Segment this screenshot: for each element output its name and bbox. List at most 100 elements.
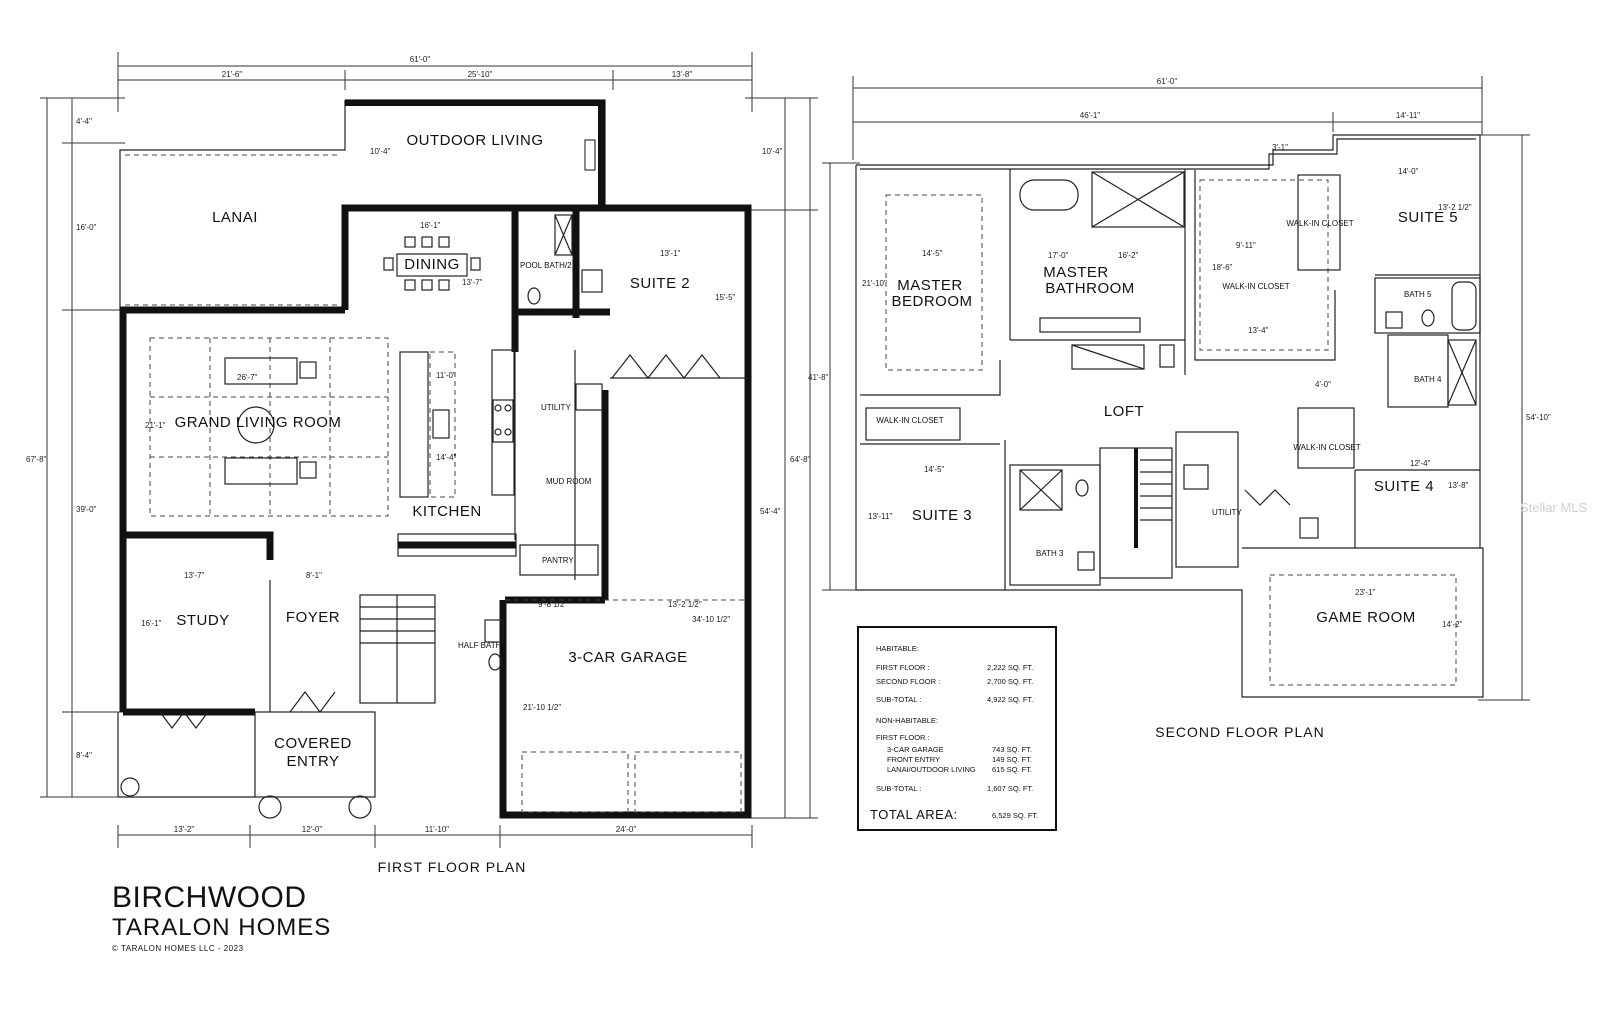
room-walkin-closet-b: WALK-IN CLOSET (1286, 219, 1353, 228)
dim-ff-suite2-d: 15'-5" (715, 293, 736, 302)
dim-ff-left-a: 4'-4" (76, 117, 92, 126)
dim-sf-left-total: 41'-8" (808, 373, 829, 382)
dim-ff-bottom-c: 11'-10" (425, 825, 449, 834)
room-half-bath: HALF BATH (458, 641, 502, 650)
dim-ff-foyer-w: 8'-1" (306, 571, 322, 580)
room-utility-first: UTILITY (541, 403, 571, 412)
dim-ff-overall-width: 61'-0" (410, 55, 431, 64)
dim-ff-living-w: 26'-7" (237, 373, 258, 382)
dim-sf-bath-a: 17'-0" (1048, 251, 1069, 260)
room-mud-room: MUD ROOM (546, 477, 592, 486)
dim-ff-left-d: 8'-4" (76, 751, 92, 760)
area-lanai-label: LANAI/OUTDOOR LIVING (887, 765, 976, 774)
room-master-bedroom-line1: MASTER (897, 277, 963, 294)
dim-ff-garage-d: 21'-10 1/2" (523, 703, 561, 712)
area-second-floor-label: SECOND FLOOR : (876, 677, 940, 686)
dim-ff-dining-d: 13'-7" (462, 278, 483, 287)
room-loft: LOFT (1104, 403, 1144, 420)
area-subtotal2-value: 1,607 SQ. FT. (987, 784, 1033, 793)
dim-ff-garage-a: 9'-8 1/2" (538, 600, 567, 609)
room-outdoor-living: OUTDOOR LIVING (406, 132, 543, 149)
dim-sf-master-d: 21'-10" (862, 279, 887, 288)
dim-ff-suite2-w: 13'-1" (660, 249, 681, 258)
dim-ff-study-w: 13'-7" (184, 571, 205, 580)
room-dining: DINING (404, 256, 460, 273)
area-garage-value: 743 SQ. FT. (992, 745, 1032, 754)
area-entry-value: 149 SQ. FT. (992, 755, 1032, 764)
room-foyer: FOYER (286, 609, 340, 626)
area-second-floor-value: 2,700 SQ. FT. (987, 677, 1033, 686)
dim-ff-left-c: 39'-0" (76, 505, 97, 514)
second-floor-plan: 61'-0" 46'-1" 14'-11" 3'-1" 41'-8" 54'-1… (808, 76, 1551, 740)
dim-ff-bottom-d: 24'-0" (616, 825, 637, 834)
dim-ff-garage-w: 34'-10 1/2" (692, 615, 730, 624)
dim-sf-closet-c: 13'-4" (1248, 326, 1269, 335)
area-subtotal1-value: 4,922 SQ. FT. (987, 695, 1033, 704)
room-bath-4: BATH 4 (1414, 375, 1442, 384)
copyright-notice: © TARALON HOMES LLC - 2023 (112, 944, 244, 953)
room-covered-entry-line2: ENTRY (286, 753, 339, 770)
dim-sf-right-total: 54'-10" (1526, 413, 1551, 422)
dim-sf-game-d: 14'-2" (1442, 620, 1463, 629)
dim-ff-dining-w: 16'-1" (420, 221, 441, 230)
room-grand-living: GRAND LIVING ROOM (175, 414, 342, 431)
dim-ff-garage-b: 13'-2 1/2" (668, 600, 702, 609)
branding-block: BIRCHWOOD TARALON HOMES © TARALON HOMES … (112, 881, 331, 954)
dim-ff-right-total: 64'-8" (790, 455, 811, 464)
room-study: STUDY (176, 612, 229, 629)
dim-ff-right-b: 54'-4" (760, 507, 781, 516)
room-bath-3: BATH 3 (1036, 549, 1064, 558)
dim-sf-closet-b: 18'-6" (1212, 263, 1233, 272)
area-table: HABITABLE: FIRST FLOOR : 2,222 SQ. FT. S… (857, 626, 1057, 831)
dim-ff-top-a: 21'-6" (222, 70, 243, 79)
room-suite-4: SUITE 4 (1374, 478, 1434, 495)
room-garage: 3-CAR GARAGE (568, 649, 687, 666)
dim-ff-kitchen-w: 11'-0" (436, 371, 456, 380)
first-floor-plan: 61'-0" 21'-6" 25'-10" 13'-8" 4'-4" 16'-0… (26, 52, 818, 875)
dim-sf-suite5-d: 13'-2 1/2" (1438, 203, 1472, 212)
area-habitable-heading: HABITABLE: (876, 644, 919, 653)
room-kitchen: KITCHEN (412, 503, 481, 520)
area-first-floor-label: FIRST FLOOR : (876, 663, 930, 672)
dim-sf-overall-width: 61'-0" (1157, 77, 1178, 86)
dim-ff-top-b: 25'-10" (468, 70, 493, 79)
room-covered-entry-line1: COVERED (274, 735, 352, 752)
area-non-habitable-heading: NON-HABITABLE: (876, 716, 938, 725)
dim-sf-suite5-w: 14'-0" (1398, 167, 1419, 176)
room-suite-3: SUITE 3 (912, 507, 972, 524)
room-utility-second: UTILITY (1212, 508, 1242, 517)
area-subtotal2-label: SUB-TOTAL : (876, 784, 921, 793)
second-floor-title: SECOND FLOOR PLAN (1155, 724, 1324, 740)
room-lanai: LANAI (212, 209, 258, 226)
dim-sf-game-w: 23'-1" (1355, 588, 1376, 597)
room-pantry: PANTRY (542, 556, 574, 565)
plan-name: BIRCHWOOD (112, 881, 307, 914)
dim-sf-suite3-d: 13'-11" (868, 512, 892, 521)
dim-ff-study-d: 16'-1" (141, 619, 162, 628)
dim-ff-right-a: 10'-4" (762, 147, 783, 156)
area-subtotal1-label: SUB-TOTAL : (876, 695, 921, 704)
dim-sf-step: 3'-1" (1272, 143, 1288, 152)
room-suite-5: SUITE 5 (1398, 209, 1458, 226)
room-game-room: GAME ROOM (1316, 609, 1416, 626)
dim-sf-top-b: 14'-11" (1396, 111, 1420, 120)
watermark: Stellar MLS (1520, 500, 1588, 515)
area-total-value: 6,529 SQ. FT. (992, 811, 1038, 820)
dim-sf-closet-a: 9'-11" (1236, 241, 1256, 250)
room-bath-5: BATH 5 (1404, 290, 1432, 299)
dim-sf-suite3-w: 14'-5" (924, 465, 945, 474)
room-suite-2: SUITE 2 (630, 275, 690, 292)
room-walkin-closet-c: WALK-IN CLOSET (876, 416, 943, 425)
dim-ff-bottom-a: 13'-2" (174, 825, 195, 834)
room-walkin-closet-a: WALK-IN CLOSET (1222, 282, 1289, 291)
room-walkin-closet-d: WALK-IN CLOSET (1293, 443, 1360, 452)
dim-sf-top-a: 46'-1" (1080, 111, 1101, 120)
dim-sf-suite4-w: 12'-4" (1410, 459, 1431, 468)
first-floor-title: FIRST FLOOR PLAN (378, 859, 527, 875)
room-master-bathroom-line2: BATHROOM (1045, 280, 1135, 297)
area-entry-label: FRONT ENTRY (887, 755, 940, 764)
area-garage-label: 3-CAR GARAGE (887, 745, 944, 754)
area-first-floor2-label: FIRST FLOOR : (876, 733, 930, 742)
dim-sf-loft-gap: 4'-0" (1315, 380, 1331, 389)
